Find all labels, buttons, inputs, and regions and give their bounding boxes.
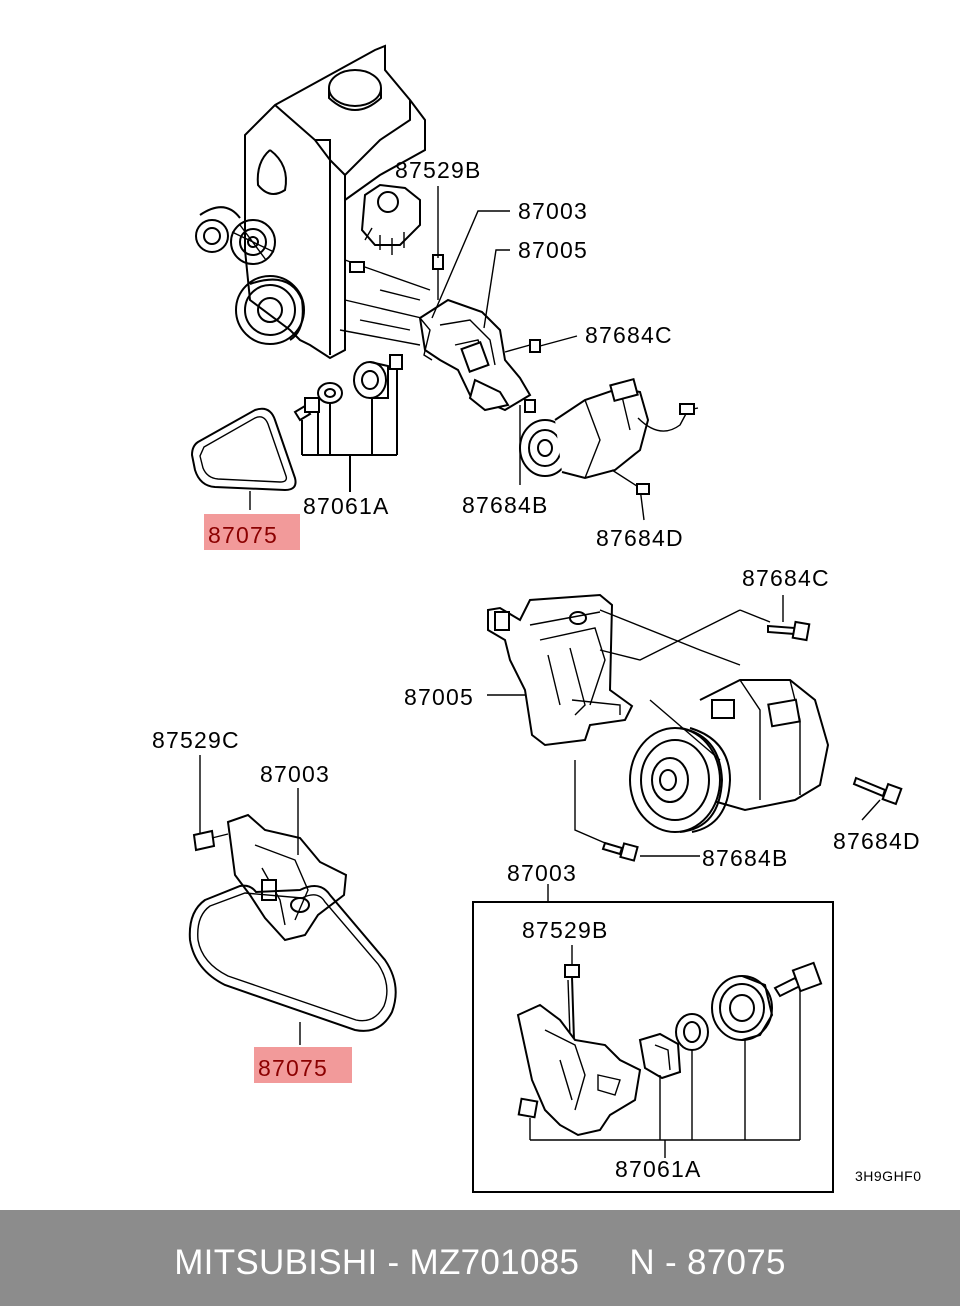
label-87529b-box: 87529B: [522, 917, 609, 943]
engine-block: [244, 44, 431, 360]
top-belt: [190, 407, 297, 492]
crank-pulleys: [195, 206, 305, 345]
label-87529b-top: 87529B: [395, 157, 482, 183]
parts-diagram: 87529B 87003 87005 87684C 87061A 87684B …: [152, 44, 922, 1193]
left-87075-highlight: [254, 1047, 352, 1083]
label-87684d-top: 87684D: [596, 525, 684, 551]
left-belt: [188, 884, 397, 1045]
label-87061a-top: 87061A: [303, 493, 390, 519]
label-87003-left: 87003: [260, 761, 330, 787]
top-87075-highlight: [204, 514, 300, 550]
part-number-caption: MITSUBISHI - MZ701085 N - 87075: [174, 1243, 786, 1282]
label-87005-top: 87005: [518, 237, 588, 263]
label-87005-mid: 87005: [404, 684, 474, 710]
mid-bracket: [487, 593, 634, 747]
diagram-code: 3H9GHF0: [855, 1168, 922, 1184]
mid-bolts: [487, 595, 903, 862]
top-bracket: [418, 254, 532, 412]
top-87061a-parts: [293, 354, 403, 492]
label-87529c-left: 87529C: [152, 727, 240, 753]
label-87684c-mid: 87684C: [742, 565, 830, 591]
top-compressor: [519, 377, 699, 480]
top-leaders: [249, 186, 650, 521]
label-87061a-box: 87061A: [615, 1156, 702, 1182]
label-87684c-top: 87684C: [585, 322, 673, 348]
label-87684b-top: 87684B: [462, 492, 549, 518]
mid-compressor: [629, 679, 830, 833]
detail-box: [472, 884, 834, 1193]
distributor: [349, 183, 421, 273]
label-87003-box: 87003: [507, 860, 577, 886]
label-87684d-mid: 87684D: [833, 828, 921, 854]
footer-bar: MITSUBISHI - MZ701085 N - 87075: [0, 1210, 960, 1306]
label-87075-left: 87075: [258, 1055, 328, 1081]
label-87075-top: 87075: [208, 522, 278, 548]
label-87684b-mid: 87684B: [702, 845, 789, 871]
label-87003-top: 87003: [518, 198, 588, 224]
